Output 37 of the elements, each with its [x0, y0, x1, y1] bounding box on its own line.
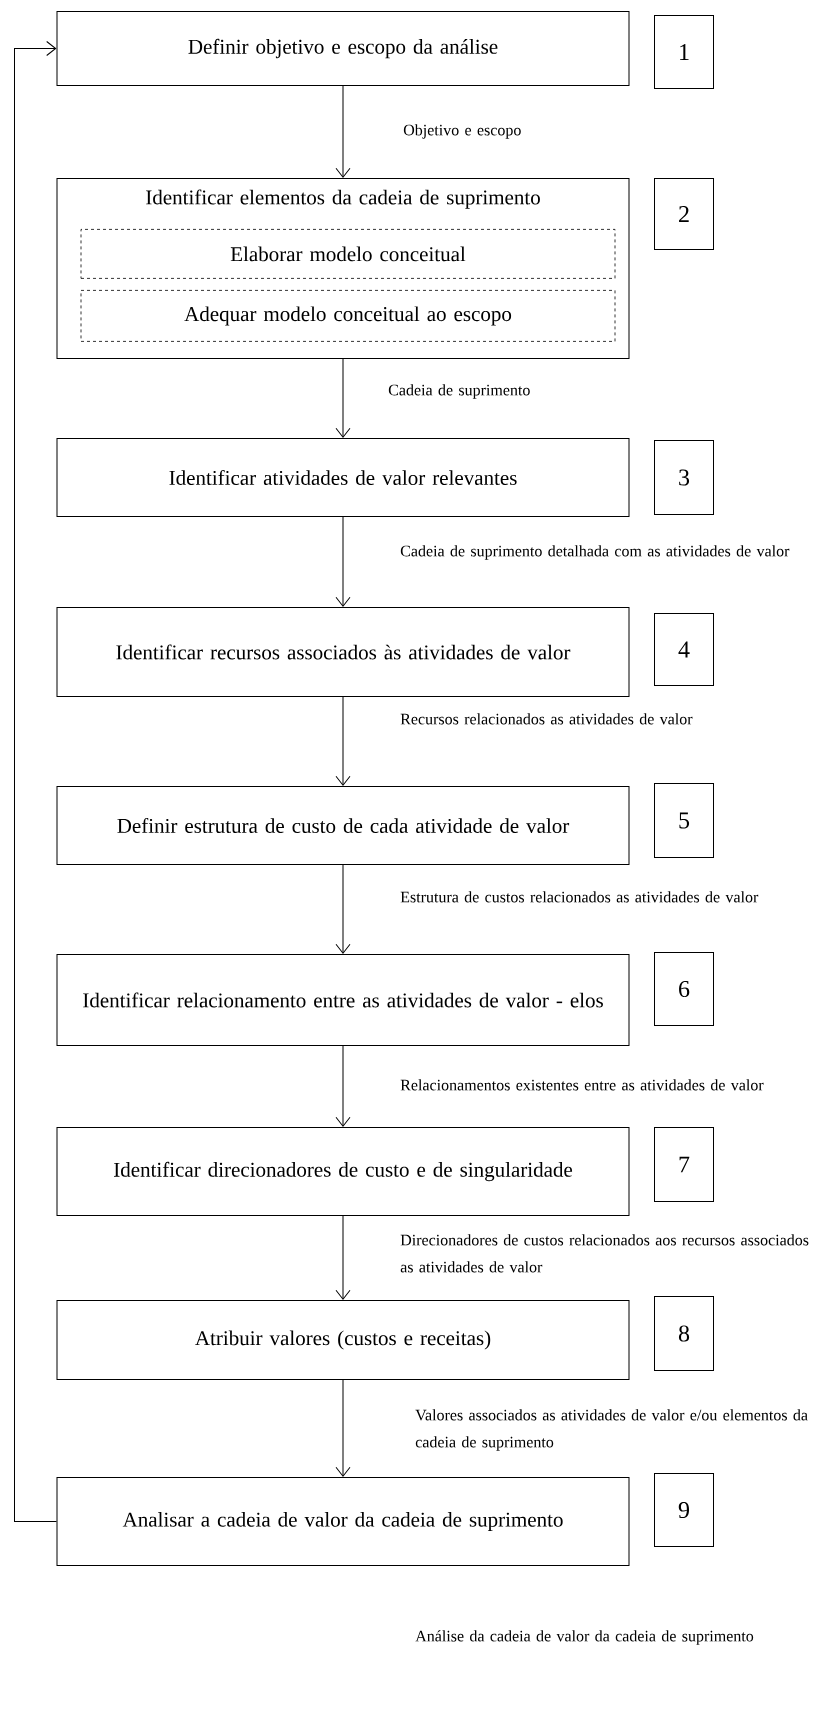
edge-label: Direcionadores de custos relacionados aos recursos associados as atividades de valor — [400, 1234, 809, 1273]
process-box: Analisar a cadeia de valor da cadeia de suprimento — [56, 1477, 630, 1566]
step-number-box: 2 — [654, 178, 714, 250]
edge-label: Valores associados as atividades de valor e/ou elementos da cadeia de suprimento — [415, 1409, 808, 1451]
arrow — [335, 1215, 351, 1300]
arrow — [335, 864, 351, 954]
process-box: Identificar relacionamento entre as atividades de valor - elos — [56, 954, 630, 1046]
arrow — [335, 696, 351, 786]
arrow — [335, 516, 351, 607]
edge-label: Cadeia de suprimento detalhada com as atividades de valor — [400, 545, 790, 560]
step-number-box: 8 — [654, 1296, 714, 1371]
substep-box: Adequar modelo conceitual ao escopo — [80, 290, 616, 342]
step-number-box: 3 — [654, 440, 714, 515]
step-number-box: 4 — [654, 613, 714, 686]
process-box: Atribuir valores (custos e receitas) — [56, 1300, 630, 1380]
arrow — [335, 358, 351, 438]
edge-label: Relacionamentos existentes entre as atividades de valor — [400, 1079, 764, 1091]
arrow — [335, 1045, 351, 1127]
process-box: Definir objetivo e escopo da análise — [56, 11, 630, 86]
arrow — [335, 85, 351, 178]
edge-label: Recursos relacionados as atividades de valor — [400, 713, 693, 725]
process-box: Definir estrutura de custo de cada atividade de valor — [56, 786, 630, 865]
edge-label: Objetivo e escopo — [403, 124, 521, 139]
note: Análise da cadeia de valor da cadeia de suprimento — [415, 1630, 754, 1645]
step-number-box: 5 — [654, 783, 714, 858]
substep-box: Elaborar modelo conceitual — [80, 229, 616, 279]
arrow — [335, 1379, 351, 1477]
step-number-box: 7 — [654, 1127, 714, 1202]
edge-label: Estrutura de custos relacionados as atividades de valor — [400, 891, 759, 903]
step-number-box: 1 — [654, 15, 714, 89]
edge-label: Cadeia de suprimento — [388, 384, 530, 399]
step-number-box: 6 — [654, 952, 714, 1026]
process-box: Identificar recursos associados às atividades de valor — [56, 607, 630, 697]
arrow — [14, 41, 57, 1522]
step-number-box: 9 — [654, 1473, 714, 1547]
process-box: Identificar atividades de valor relevantes — [56, 438, 630, 517]
process-box: Identificar direcionadores de custo e de singularidade — [56, 1127, 630, 1216]
